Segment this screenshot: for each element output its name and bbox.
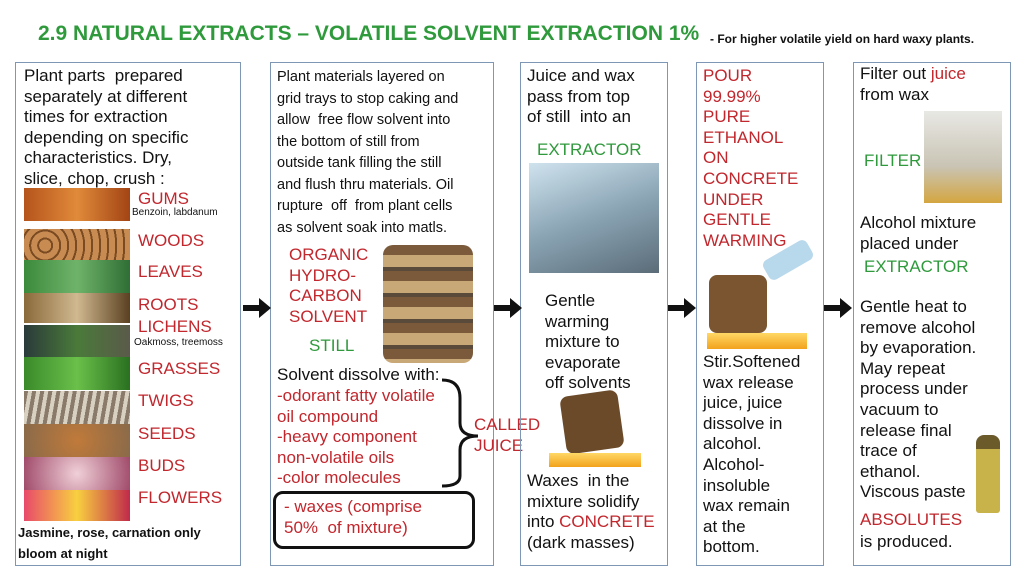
dissolve-items: -odorant fatty volatile oil compound -he…	[277, 386, 435, 488]
plant-part-note: Oakmoss, treemoss	[134, 337, 223, 348]
filter-photo	[924, 111, 1002, 203]
warming-text: Gentle warming mixture to evaporate off …	[545, 291, 631, 393]
plant-part-label: SEEDS	[138, 424, 196, 443]
stir-text: Stir.Softened wax release juice, juice d…	[703, 352, 801, 557]
pour-ethanol-text: POUR 99.99% PURE ETHANOL ON CONCRETE UND…	[703, 66, 799, 250]
concrete-term: CONCRETE	[559, 512, 655, 532]
oil-bottle-icon	[976, 435, 1000, 513]
plant-parts-box: Plant parts prepared separately at diffe…	[15, 62, 241, 566]
flame-icon	[549, 453, 641, 467]
plant-part-image	[24, 457, 130, 490]
waxes-callout: - waxes (comprise 50% of mixture)	[273, 491, 475, 549]
ethanol-box: POUR 99.99% PURE ETHANOL ON CONCRETE UND…	[696, 62, 824, 566]
waxes-solidify-text: Waxes in the mixture solidify into CONCR…	[527, 471, 655, 553]
flame-icon	[707, 333, 807, 349]
plant-part-image	[24, 490, 130, 521]
concrete-image	[709, 275, 767, 333]
waxes-text: - waxes (comprise 50% of mixture)	[284, 497, 422, 537]
plant-part-image	[24, 260, 130, 293]
arrow-right-icon	[494, 298, 522, 318]
filter-intro: Filter out juice from wax	[860, 64, 966, 105]
produced-text: is produced.	[860, 532, 953, 551]
plant-part-label: TWIGS	[138, 391, 194, 410]
juice-brace	[441, 378, 479, 488]
concrete-image	[559, 389, 625, 455]
plant-part-image	[24, 229, 130, 262]
called-juice-label: CALLED JUICE	[474, 415, 541, 455]
absolutes-box: Filter out juice from wax FILTER Alcohol…	[853, 62, 1011, 566]
arrow-right-icon	[243, 298, 271, 318]
filter-out: Filter out	[860, 64, 931, 83]
plant-part-label: ROOTS	[138, 295, 199, 314]
arrow-right-icon	[668, 298, 696, 318]
plant-part-image	[24, 391, 130, 424]
from-wax: from wax	[860, 84, 929, 104]
heat-text: Gentle heat to remove alcohol by evapora…	[860, 297, 977, 502]
plant-part-label: LICHENS	[138, 317, 212, 336]
slide-title: 2.9 NATURAL EXTRACTS – VOLATILE SOLVENT …	[38, 22, 700, 45]
filter-label: FILTER	[864, 151, 922, 170]
plant-part-note: Benzoin, labdanum	[132, 207, 218, 218]
arrow-right-icon	[824, 298, 852, 318]
plant-part-image	[24, 424, 130, 457]
dark-masses: (dark masses)	[527, 532, 635, 552]
plant-part-label: LEAVES	[138, 262, 203, 281]
plant-part-label: FLOWERS	[138, 488, 223, 507]
plant-part-label: GRASSES	[138, 359, 221, 378]
still-box: Plant materials layered on grid trays to…	[270, 62, 494, 566]
still-trays-image	[383, 245, 473, 363]
extractor-intro: Juice and wax pass from top of still int…	[527, 66, 635, 127]
juice-term: juice	[930, 64, 966, 83]
solvent-label: ORGANIC HYDRO- CARBON SOLVENT	[289, 245, 369, 326]
plant-part-image	[24, 293, 130, 323]
absolutes-term: ABSOLUTES	[860, 510, 963, 529]
plant-parts-intro: Plant parts prepared separately at diffe…	[24, 66, 189, 188]
still-label: STILL	[309, 336, 355, 355]
plant-part-image	[24, 188, 130, 221]
plant-part-image	[24, 357, 130, 390]
alcohol-mixture-text: Alcohol mixture placed under	[860, 213, 977, 253]
plant-part-label: GUMS	[138, 189, 189, 208]
extractor-label-2: EXTRACTOR	[864, 257, 969, 276]
extractor-box: Juice and wax pass from top of still int…	[520, 62, 668, 566]
still-intro: Plant materials layered on grid trays to…	[277, 69, 459, 236]
extractor-photo	[529, 163, 659, 273]
waxes-solidify: Waxes in the mixture solidify into	[527, 471, 640, 532]
plant-part-label: BUDS	[138, 456, 186, 475]
night-bloom-note: Jasmine, rose, carnation only bloom at n…	[18, 525, 201, 561]
extractor-label: EXTRACTOR	[537, 140, 642, 159]
slide-subtitle: - For higher volatile yield on hard waxy…	[710, 32, 975, 46]
plant-part-image	[24, 325, 130, 358]
dissolve-heading: Solvent dissolve with:	[277, 365, 440, 384]
plant-part-label: WOODS	[138, 231, 205, 250]
